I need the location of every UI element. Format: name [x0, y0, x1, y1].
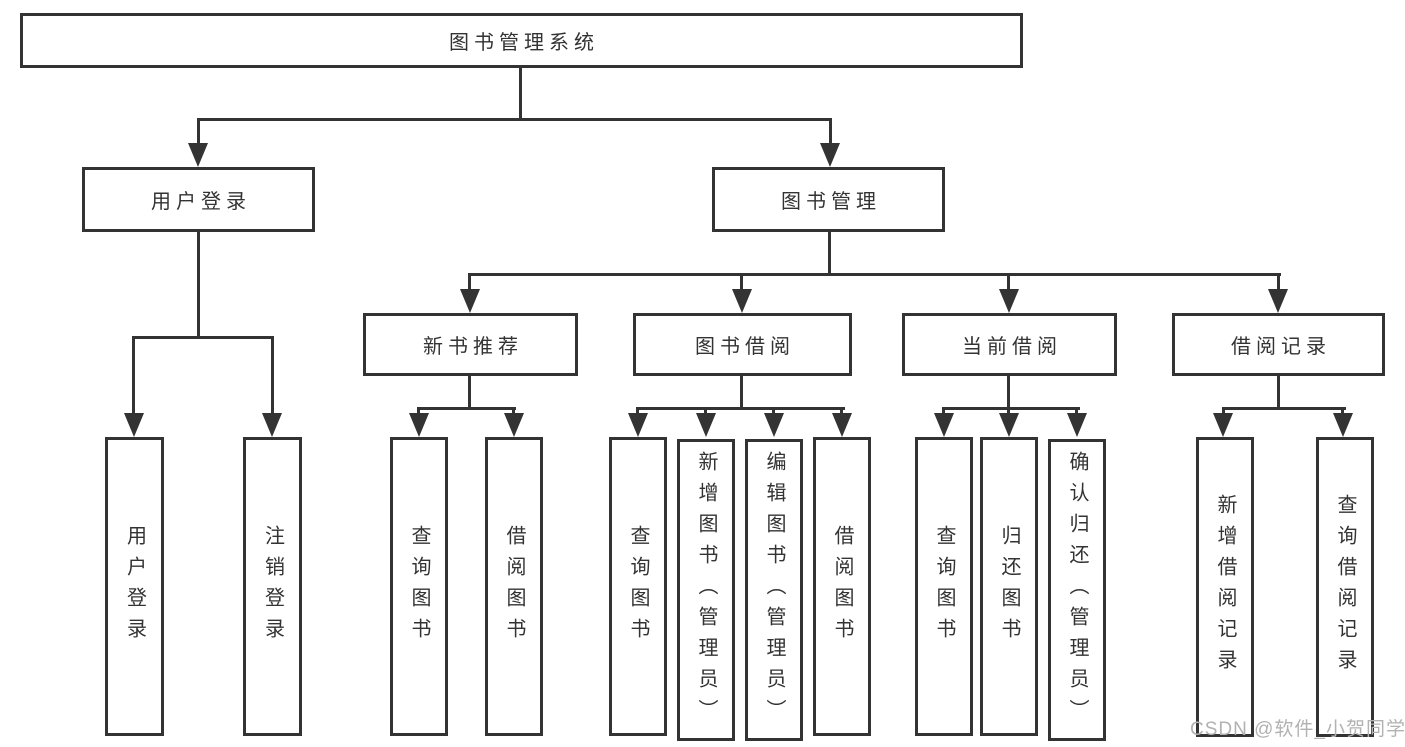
node-nb-query-books: 查询图书 [390, 437, 448, 736]
connector [636, 407, 845, 410]
connector [197, 118, 200, 147]
node-label: 查询图书 [933, 524, 955, 649]
arrow-down-icon [999, 413, 1019, 437]
csdn-watermark: CSDN @软件_小贺同学 [1190, 719, 1405, 740]
node-current-borrow: 当前借阅 [902, 313, 1117, 376]
arrow-down-icon [764, 413, 784, 437]
node-borrow-records: 借阅记录 [1172, 313, 1385, 376]
connector [1007, 273, 1010, 293]
node-label: 查询图书 [408, 524, 430, 649]
connector [1277, 273, 1280, 293]
node-book-management: 图书管理 [712, 167, 945, 232]
node-label: 用户登录 [123, 524, 146, 649]
arrow-down-icon [832, 413, 852, 437]
node-cb-confirm-return-admin: 确认归还（管理员） [1048, 439, 1106, 741]
node-label: 查询图书 [627, 524, 649, 649]
node-new-book-recommend: 新书推荐 [363, 313, 578, 376]
node-label: 查询借阅记录 [1334, 494, 1356, 680]
arrow-down-icon [460, 289, 480, 313]
arrow-down-icon [820, 143, 840, 167]
arrow-down-icon [504, 413, 524, 437]
node-nb-borrow-books: 借阅图书 [485, 437, 543, 736]
node-book-borrow: 图书借阅 [633, 313, 852, 376]
node-cb-return-books: 归还图书 [980, 437, 1038, 736]
arrow-down-icon [1333, 413, 1353, 437]
connector [1222, 407, 1346, 410]
node-bb-query-books: 查询图书 [609, 437, 667, 736]
node-user-login-leaf: 用户登录 [105, 437, 164, 736]
arrow-down-icon [696, 413, 716, 437]
connector [828, 232, 831, 273]
node-br-query-record: 查询借阅记录 [1316, 437, 1374, 737]
node-br-add-record: 新增借阅记录 [1196, 437, 1254, 737]
node-logout: 注销登录 [243, 437, 302, 736]
arrow-down-icon [732, 289, 752, 313]
arrow-down-icon [934, 413, 954, 437]
arrow-down-icon [1067, 413, 1087, 437]
arrow-down-icon [409, 413, 429, 437]
connector [417, 407, 516, 410]
connector [740, 273, 743, 293]
node-bb-add-books-admin: 新增图书（管理员） [677, 439, 735, 741]
node-label: 新增借阅记录 [1214, 494, 1236, 680]
connector [1277, 376, 1280, 410]
connector [519, 68, 522, 118]
node-label: 新增图书（管理员） [695, 450, 717, 730]
arrow-down-icon [262, 413, 282, 437]
connector [468, 273, 471, 293]
node-bb-edit-books-admin: 编辑图书（管理员） [745, 439, 803, 741]
connector [1007, 376, 1010, 410]
connector [132, 336, 135, 417]
arrow-down-icon [1213, 413, 1233, 437]
arrow-down-icon [1268, 289, 1288, 313]
node-label: 确认归还（管理员） [1066, 450, 1088, 730]
node-label: 编辑图书（管理员） [763, 450, 785, 730]
node-user-login: 用户登录 [82, 167, 315, 232]
connector [942, 407, 1080, 410]
arrow-down-icon [628, 413, 648, 437]
connector [468, 376, 471, 410]
connector [197, 118, 832, 121]
node-root: 图书管理系统 [20, 13, 1023, 68]
node-cb-query-books: 查询图书 [915, 437, 973, 736]
node-label: 注销登录 [261, 524, 284, 649]
node-bb-borrow-books: 借阅图书 [813, 437, 871, 736]
arrow-down-icon [188, 143, 208, 167]
node-label: 借阅图书 [831, 524, 853, 649]
arrow-down-icon [999, 289, 1019, 313]
connector [132, 336, 274, 339]
connector [197, 232, 200, 336]
node-label: 归还图书 [998, 524, 1020, 649]
connector [829, 118, 832, 147]
connector [271, 336, 274, 417]
connector [740, 376, 743, 410]
connector [468, 273, 1281, 276]
arrow-down-icon [124, 413, 144, 437]
node-label: 借阅图书 [503, 524, 525, 649]
